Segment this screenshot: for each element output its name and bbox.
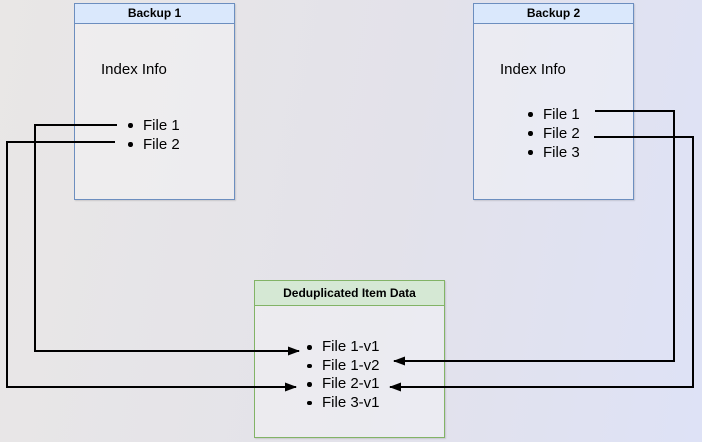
bullet-icon [128, 142, 133, 147]
file-item: File 1-v2 [307, 357, 380, 376]
file-item: File 2-v1 [307, 375, 380, 394]
file-item: File 3-v1 [307, 394, 380, 413]
file-item: File 2 [128, 135, 180, 154]
dedup-title: Deduplicated Item Data [283, 286, 416, 300]
file-label: File 1 [143, 117, 180, 134]
backup-2-index-info-label: Index Info [500, 61, 566, 78]
file-label: File 1-v2 [322, 356, 380, 374]
file-item: File 1 [128, 116, 180, 135]
backup-2-file-list: File 1 File 2 File 3 [528, 105, 580, 162]
bullet-icon [307, 382, 312, 387]
file-label: File 2 [543, 125, 580, 142]
backup-1-title-bar: Backup 1 [75, 4, 234, 24]
backup-2-box: Backup 2 Index Info File 1 File 2 File 3 [473, 3, 634, 200]
bullet-icon [128, 123, 133, 128]
file-item: File 1 [528, 105, 580, 124]
bullet-icon [528, 112, 533, 117]
bullet-icon [528, 131, 533, 136]
file-item: File 2 [528, 124, 580, 143]
bullet-icon [307, 400, 312, 405]
file-item: File 1-v1 [307, 338, 380, 357]
file-label: File 2-v1 [322, 375, 380, 392]
file-label: File 3 [543, 144, 580, 161]
dedup-title-bar: Deduplicated Item Data [255, 281, 444, 306]
backup-2-title: Backup 2 [526, 6, 581, 20]
bullet-icon [528, 150, 533, 155]
backup-1-file-list: File 1 File 2 [128, 116, 180, 154]
file-label: File 3-v1 [322, 393, 380, 411]
bullet-icon [307, 363, 312, 368]
file-item: File 3 [528, 143, 580, 162]
file-label: File 1 [543, 106, 580, 123]
backup-2-title-bar: Backup 2 [474, 4, 633, 24]
file-label: File 1-v1 [322, 338, 380, 355]
bullet-icon [307, 345, 312, 350]
backup-1-title: Backup 1 [127, 6, 182, 20]
file-label: File 2 [143, 136, 180, 153]
backup-1-box: Backup 1 Index Info File 1 File 2 [74, 3, 235, 200]
backup-1-index-info-label: Index Info [101, 61, 167, 78]
